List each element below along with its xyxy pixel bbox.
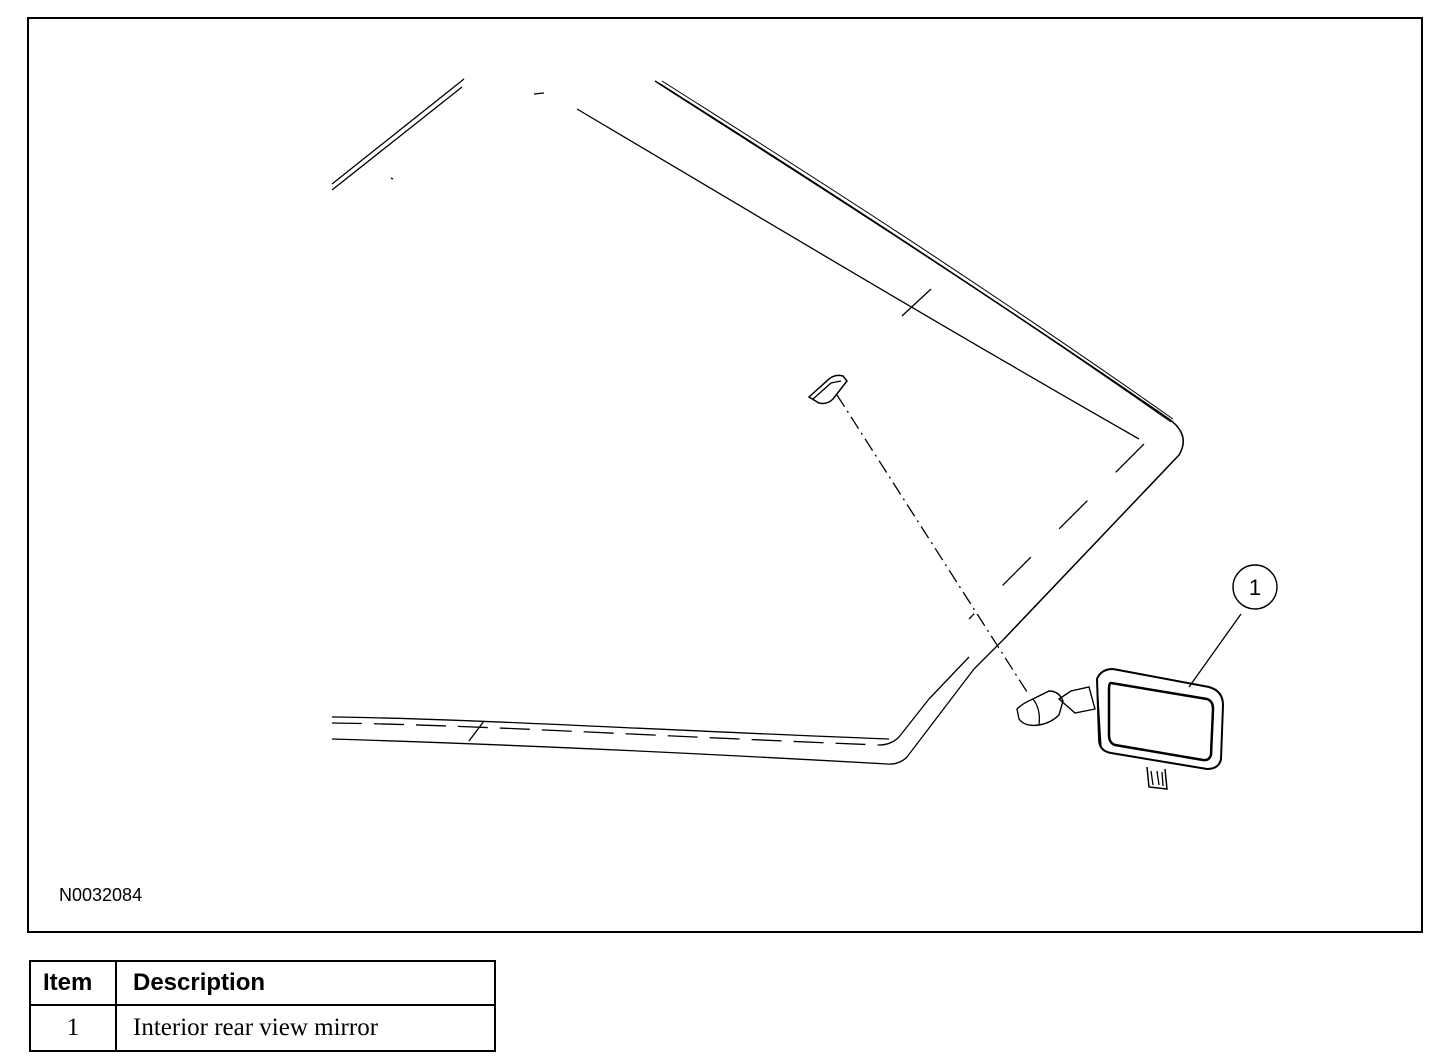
table-row: 1 Interior rear view mirror bbox=[29, 1004, 496, 1052]
band-tick bbox=[901, 288, 932, 317]
pillar-dashed-line bbox=[968, 443, 1145, 620]
pillar-lower-outer bbox=[973, 638, 1005, 670]
mirror-ball-joint bbox=[1016, 690, 1064, 727]
windshield-outer-edge-3 bbox=[661, 80, 1174, 420]
mirror-glass bbox=[1107, 681, 1215, 762]
roof-edge-left-inner bbox=[331, 86, 463, 191]
legend-header-item: Item bbox=[29, 960, 117, 1006]
legend-header-description: Description bbox=[115, 960, 496, 1006]
legend-table: Item Description 1 Interior rear view mi… bbox=[29, 960, 496, 1052]
figure-id-label: N0032084 bbox=[59, 885, 143, 905]
figure-frame: 1 N0032084 bbox=[27, 17, 1423, 933]
mirror-tab-hatch bbox=[1150, 770, 1164, 787]
mirror-body-side bbox=[1096, 682, 1102, 748]
mirror-stem bbox=[1057, 686, 1096, 714]
legend-item-number: 1 bbox=[29, 1004, 117, 1052]
mirror-tab bbox=[1146, 766, 1168, 790]
windshield-outer-edge bbox=[654, 80, 1184, 640]
bottom-edge-tick bbox=[468, 720, 485, 742]
legend-item-description: Interior rear view mirror bbox=[115, 1004, 496, 1052]
mirror-stem-detail bbox=[1032, 698, 1041, 726]
windshield-diagram: 1 bbox=[331, 78, 1278, 790]
pillar-lower-inner bbox=[928, 656, 970, 700]
mirror-mount-button bbox=[807, 374, 848, 405]
callout-1-number: 1 bbox=[1249, 575, 1261, 600]
small-mark-2 bbox=[533, 92, 545, 95]
glass-inner-line bbox=[576, 108, 1140, 440]
roof-edge-left-outer bbox=[331, 78, 465, 185]
bottom-edge-dashed bbox=[331, 722, 880, 746]
windshield-outer-edge-inner bbox=[658, 82, 1172, 423]
bottom-corner-inner bbox=[878, 698, 930, 746]
bottom-edge-lower bbox=[331, 668, 975, 765]
bottom-edge-top bbox=[331, 716, 890, 740]
legend-header-row: Item Description bbox=[29, 960, 496, 1006]
small-mark bbox=[390, 177, 394, 180]
alignment-line bbox=[836, 394, 1030, 696]
callout-1-circle bbox=[1232, 564, 1278, 610]
mirror-body bbox=[1095, 667, 1225, 771]
mirror-mount-button-inner bbox=[812, 380, 842, 400]
callout-1-leader bbox=[1188, 613, 1242, 688]
